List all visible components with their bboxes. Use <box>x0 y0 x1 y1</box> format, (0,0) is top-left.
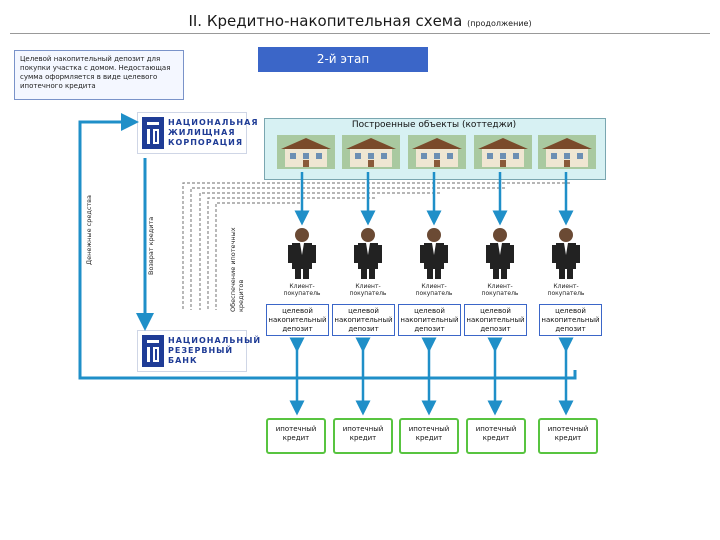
deposit-box: целевой накопительный депозит <box>464 304 527 336</box>
house-icon <box>538 135 596 169</box>
collateral-label: Обеспечение ипотечных кредитов <box>229 202 245 312</box>
collateral-label-text: Обеспечение ипотечных кредитов <box>229 227 245 312</box>
client-figures <box>288 228 580 279</box>
mortgage-credit-box: ипотечный кредит <box>266 418 326 454</box>
mortgage-credit-box: ипотечный кредит <box>333 418 393 454</box>
client-label: Клиент-покупатель <box>283 283 321 297</box>
deposit-box: целевой накопительный депозит <box>332 304 395 336</box>
mortgage-credit-box: ипотечный кредит <box>399 418 459 454</box>
money-flow-label: Денежные средства <box>85 195 93 265</box>
client-label: Клиент-покупатель <box>547 283 585 297</box>
corporation-logo-line1: НАЦИОНАЛЬНАЯ <box>168 118 259 127</box>
deposit-credit-arrows <box>289 337 574 416</box>
deposit-box: целевой накопительный депозит <box>539 304 602 336</box>
stage-badge: 2-й этап <box>258 47 428 72</box>
loan-return-label: Возврат кредита <box>147 216 155 275</box>
page-title-text: II. Кредитно-накопительная схема <box>188 12 463 30</box>
deposit-box: целевой накопительный депозит <box>266 304 329 336</box>
client-label: Клиент-покупатель <box>415 283 453 297</box>
corporation-logo-line3: КОРПОРАЦИЯ <box>168 138 244 147</box>
client-label: Клиент-покупатель <box>481 283 519 297</box>
corporation-logo-mark <box>142 117 164 149</box>
title-divider <box>10 33 710 34</box>
house-icon <box>277 135 335 169</box>
collateral-lines <box>182 182 570 310</box>
house-icon <box>474 135 532 169</box>
house-to-client-arrows <box>294 172 574 226</box>
client-label: Клиент-покупатель <box>349 283 387 297</box>
deposit-box: целевой накопительный депозит <box>398 304 461 336</box>
bank-logo-line1: НАЦИОНАЛЬНЫЙ <box>168 336 262 345</box>
money-flow-line <box>78 113 577 380</box>
bank-logo-mark <box>142 335 164 367</box>
corporation-logo-line2: ЖИЛИЩНАЯ <box>168 128 236 137</box>
bank-logo-line3: БАНК <box>168 356 198 365</box>
house-icon <box>342 135 400 169</box>
mortgage-credit-box: ипотечный кредит <box>466 418 526 454</box>
page-subtitle: (продолжение) <box>467 19 532 28</box>
description-note: Целевой накопительный депозит для покупк… <box>14 50 184 100</box>
bank-logo-line2: РЕЗЕРВНЫЙ <box>168 346 234 355</box>
cottages-label: Построенные объекты (коттеджи) <box>351 120 517 130</box>
page-title: II. Кредитно-накопительная схема (продол… <box>0 12 720 30</box>
bank-logo: НАЦИОНАЛЬНЫЙ РЕЗЕРВНЫЙ БАНК <box>137 330 260 372</box>
corporation-logo: НАЦИОНАЛЬНАЯ ЖИЛИЩНАЯ КОРПОРАЦИЯ <box>137 112 257 154</box>
house-icon <box>408 135 466 169</box>
mortgage-credit-box: ипотечный кредит <box>538 418 598 454</box>
